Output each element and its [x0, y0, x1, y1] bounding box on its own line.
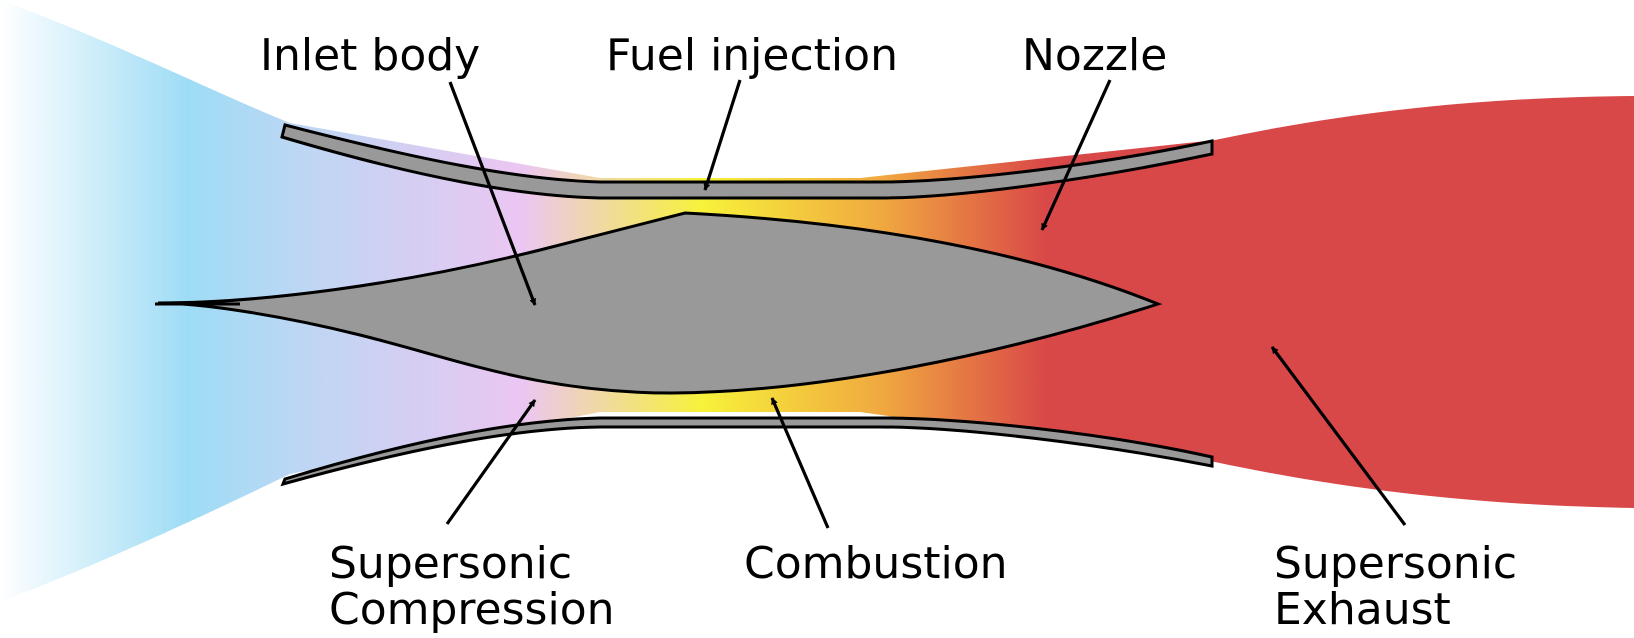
supersonic-compression-label-line1: Supersonic	[329, 538, 572, 589]
supersonic-exhaust-label-line1: Supersonic	[1274, 538, 1517, 589]
inlet-center-body	[157, 211, 1163, 395]
inlet-body-arrow	[448, 81, 537, 306]
combustion-label: Combustion	[744, 538, 1008, 589]
supersonic-exhaust-arrow	[1270, 346, 1407, 526]
inlet-body-label: Inlet body	[260, 30, 480, 81]
fuel-injection-label: Fuel injection	[606, 30, 898, 81]
combustion-arrow	[770, 397, 830, 529]
fuel-injection-arrow	[703, 79, 742, 191]
supersonic-compression-label-line2: Compression	[329, 584, 615, 635]
bottom-cowl-wall	[280, 416, 1214, 487]
top-cowl-wall	[280, 123, 1214, 200]
nozzle-label: Nozzle	[1022, 30, 1167, 81]
nozzle-arrow	[1040, 79, 1112, 231]
supersonic-compression-arrow	[445, 399, 537, 525]
supersonic-exhaust-label-line2: Exhaust	[1274, 584, 1451, 635]
